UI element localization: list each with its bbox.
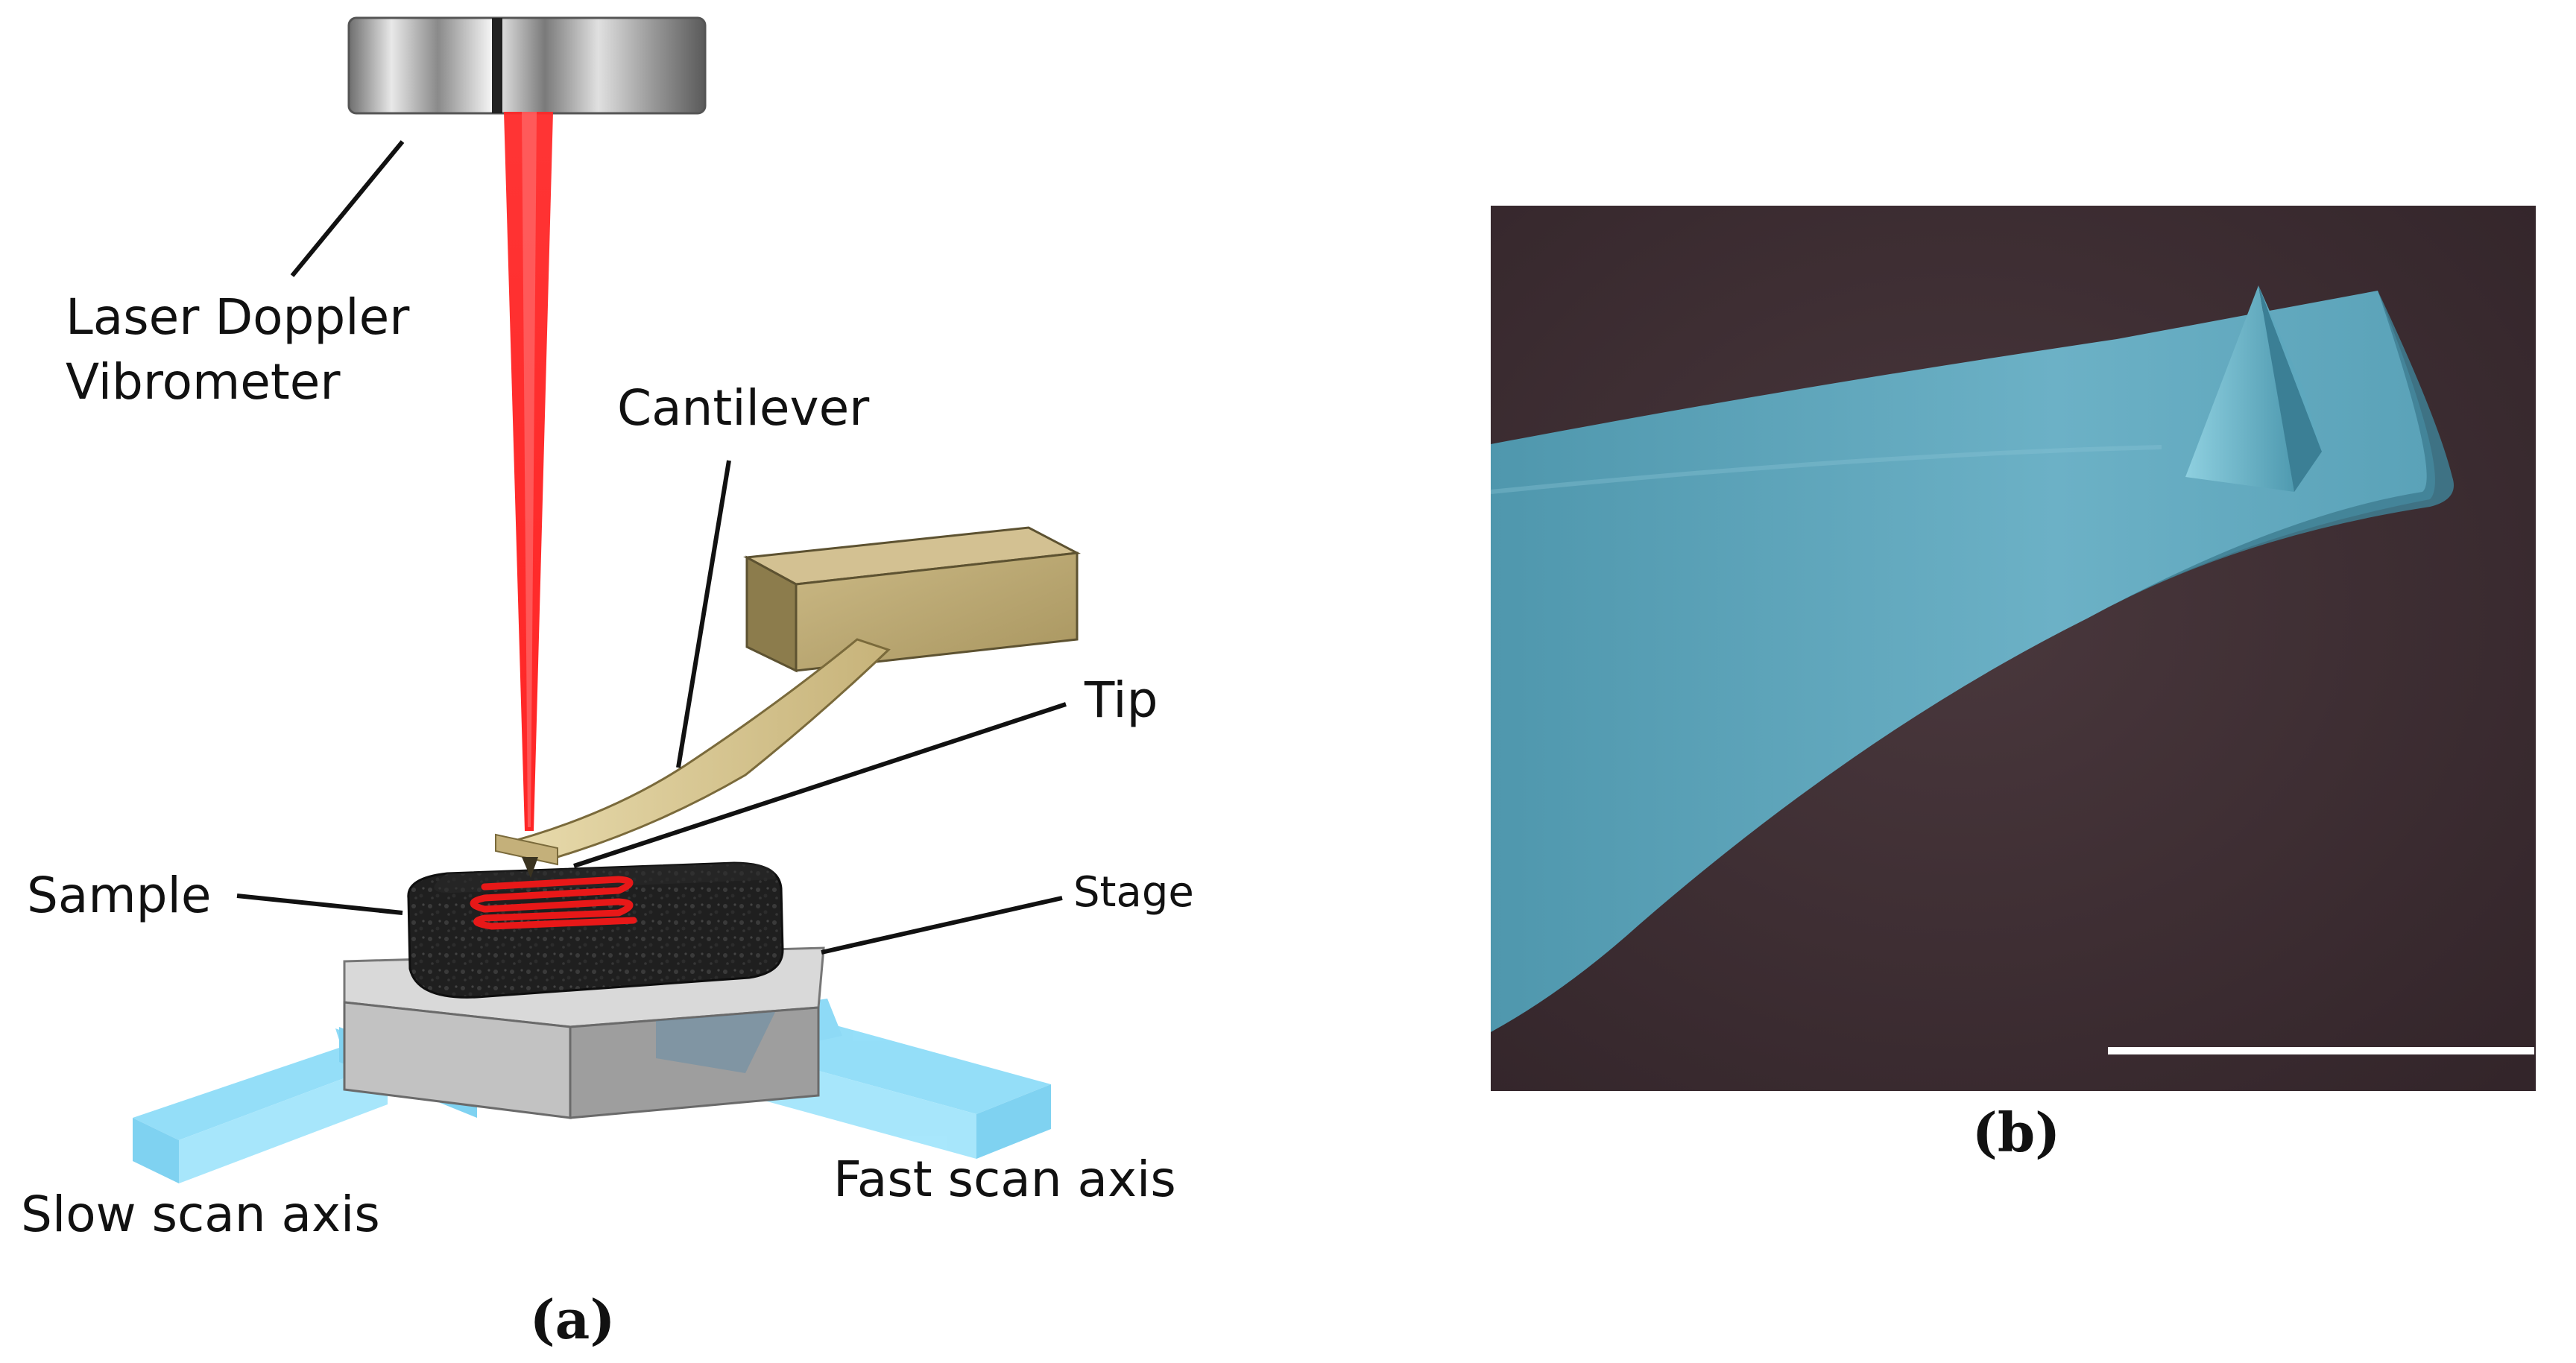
cantilever-end <box>495 833 558 866</box>
sample-leader <box>236 894 403 915</box>
caption-b: (b) <box>1972 1101 2060 1164</box>
vibrometer-leader <box>290 140 405 277</box>
cantilever-leader <box>676 460 731 768</box>
label-stage: Stage <box>1073 868 1194 917</box>
label-slow-scan-axis: Slow scan axis <box>21 1186 380 1243</box>
label-sample: Sample <box>27 867 211 924</box>
stage-leader <box>821 896 1063 955</box>
scale-bar <box>2108 1047 2534 1054</box>
laser-beam-core <box>522 112 537 827</box>
tip-leader <box>573 702 1067 868</box>
panel-a: Laser Doppler Vibrometer Cantilever Tip … <box>21 16 1194 1351</box>
caption-a: (a) <box>530 1288 616 1351</box>
chip-holder <box>743 526 1082 673</box>
label-vibrometer-line2: Vibrometer <box>66 353 341 411</box>
panel-b: (b) <box>1490 206 2536 1164</box>
label-cantilever: Cantilever <box>617 379 870 437</box>
scan-path <box>470 876 637 930</box>
tip-point <box>522 857 538 878</box>
vibrometer-head <box>347 16 707 115</box>
stage-side <box>569 1006 820 1119</box>
stage-shadow <box>656 1012 775 1073</box>
sem-pyramid-tip <box>2185 285 2322 492</box>
label-fast-scan-axis: Fast scan axis <box>833 1151 1176 1208</box>
label-vibrometer-line1: Laser Doppler <box>66 288 410 346</box>
label-tip: Tip <box>1084 671 1158 729</box>
sem-highlight <box>1490 445 2162 494</box>
vibrometer-lens-slot <box>492 18 502 113</box>
